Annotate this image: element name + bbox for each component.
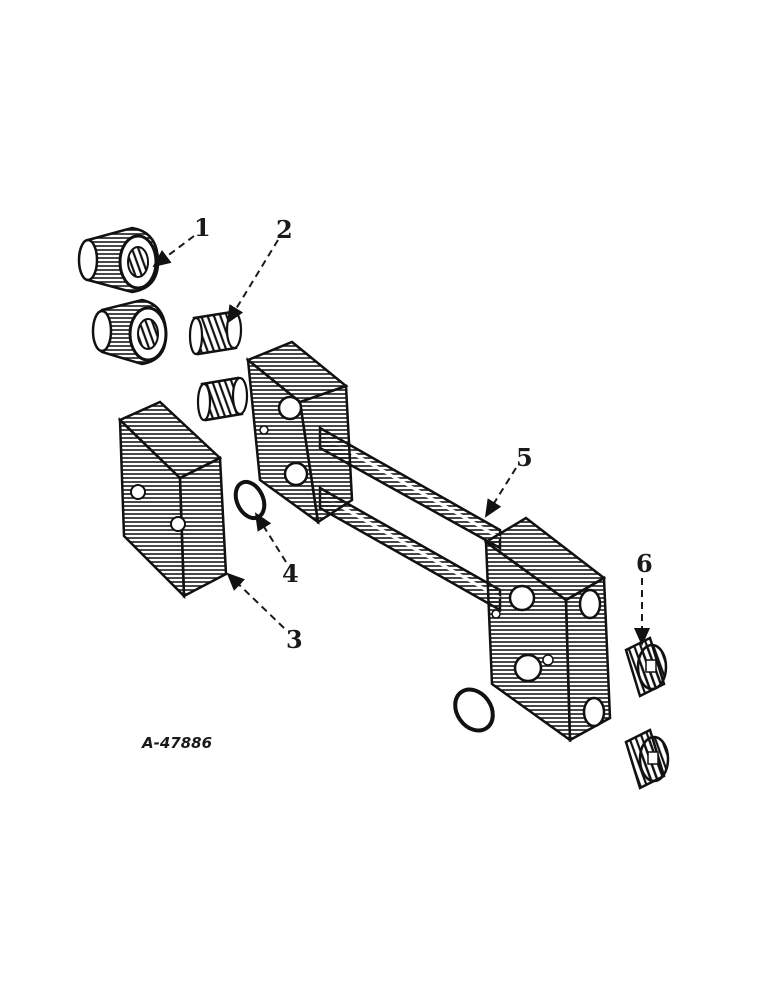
figure-reference: A-47886	[141, 734, 212, 752]
manifold-block-separate	[117, 400, 228, 600]
manifold-assembly	[245, 340, 612, 743]
callout-1: 1	[194, 213, 211, 242]
callout-3: 3	[286, 625, 303, 654]
leader-2	[226, 239, 279, 324]
hose-fitting-lower	[91, 298, 168, 366]
leader-3	[226, 572, 285, 629]
pipe-plug-lower	[624, 728, 670, 790]
callout-5: 5	[516, 443, 533, 472]
hose-fitting-upper	[77, 226, 160, 294]
leader-5	[484, 467, 517, 518]
callout-6: 6	[636, 549, 653, 578]
callout-4: 4	[282, 559, 299, 588]
pipe-nipple-lower	[196, 376, 249, 422]
o-ring-lower	[453, 687, 495, 733]
callout-2: 2	[276, 215, 293, 244]
leader-4	[254, 512, 287, 563]
pipe-plug-upper	[624, 636, 668, 698]
leader-1	[152, 235, 195, 268]
pipe-nipple-upper	[188, 310, 243, 356]
